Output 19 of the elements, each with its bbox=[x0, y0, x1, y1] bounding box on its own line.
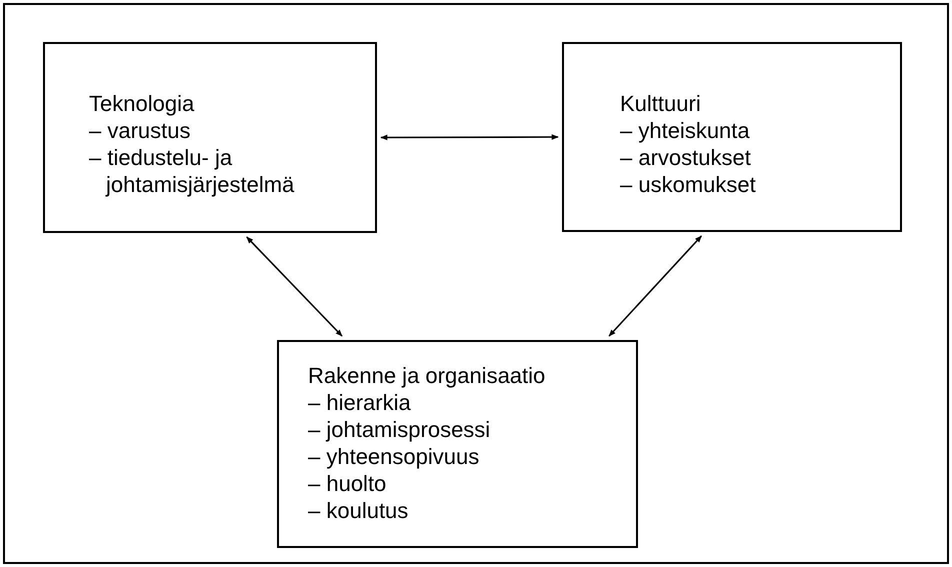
double-arrow bbox=[380, 134, 559, 140]
double-arrow bbox=[246, 236, 343, 337]
list-item: – tiedustelu- ja johtamisjärjestelmä bbox=[89, 144, 296, 198]
list-item: – uskomukset bbox=[620, 171, 757, 198]
text-box bbox=[277, 340, 638, 548]
text-box bbox=[562, 42, 902, 232]
box-heading: Rakenne ja organisaatio bbox=[308, 362, 546, 389]
list-item: – johtamisprosessi bbox=[308, 416, 492, 443]
box-heading: Kulttuuri bbox=[620, 90, 702, 117]
list-item: – huolto bbox=[308, 470, 388, 497]
double-arrow bbox=[608, 235, 702, 337]
list-item: – yhteiskunta bbox=[620, 117, 751, 144]
list-item: – yhteensopivuus bbox=[308, 443, 480, 470]
list-item: – koulutus bbox=[308, 497, 410, 524]
box-heading: Teknologia bbox=[89, 90, 196, 117]
list-item: – varustus bbox=[89, 117, 192, 144]
list-item: – arvostukset bbox=[620, 144, 752, 171]
list-item: – hierarkia bbox=[308, 389, 412, 416]
text-box bbox=[43, 42, 377, 233]
